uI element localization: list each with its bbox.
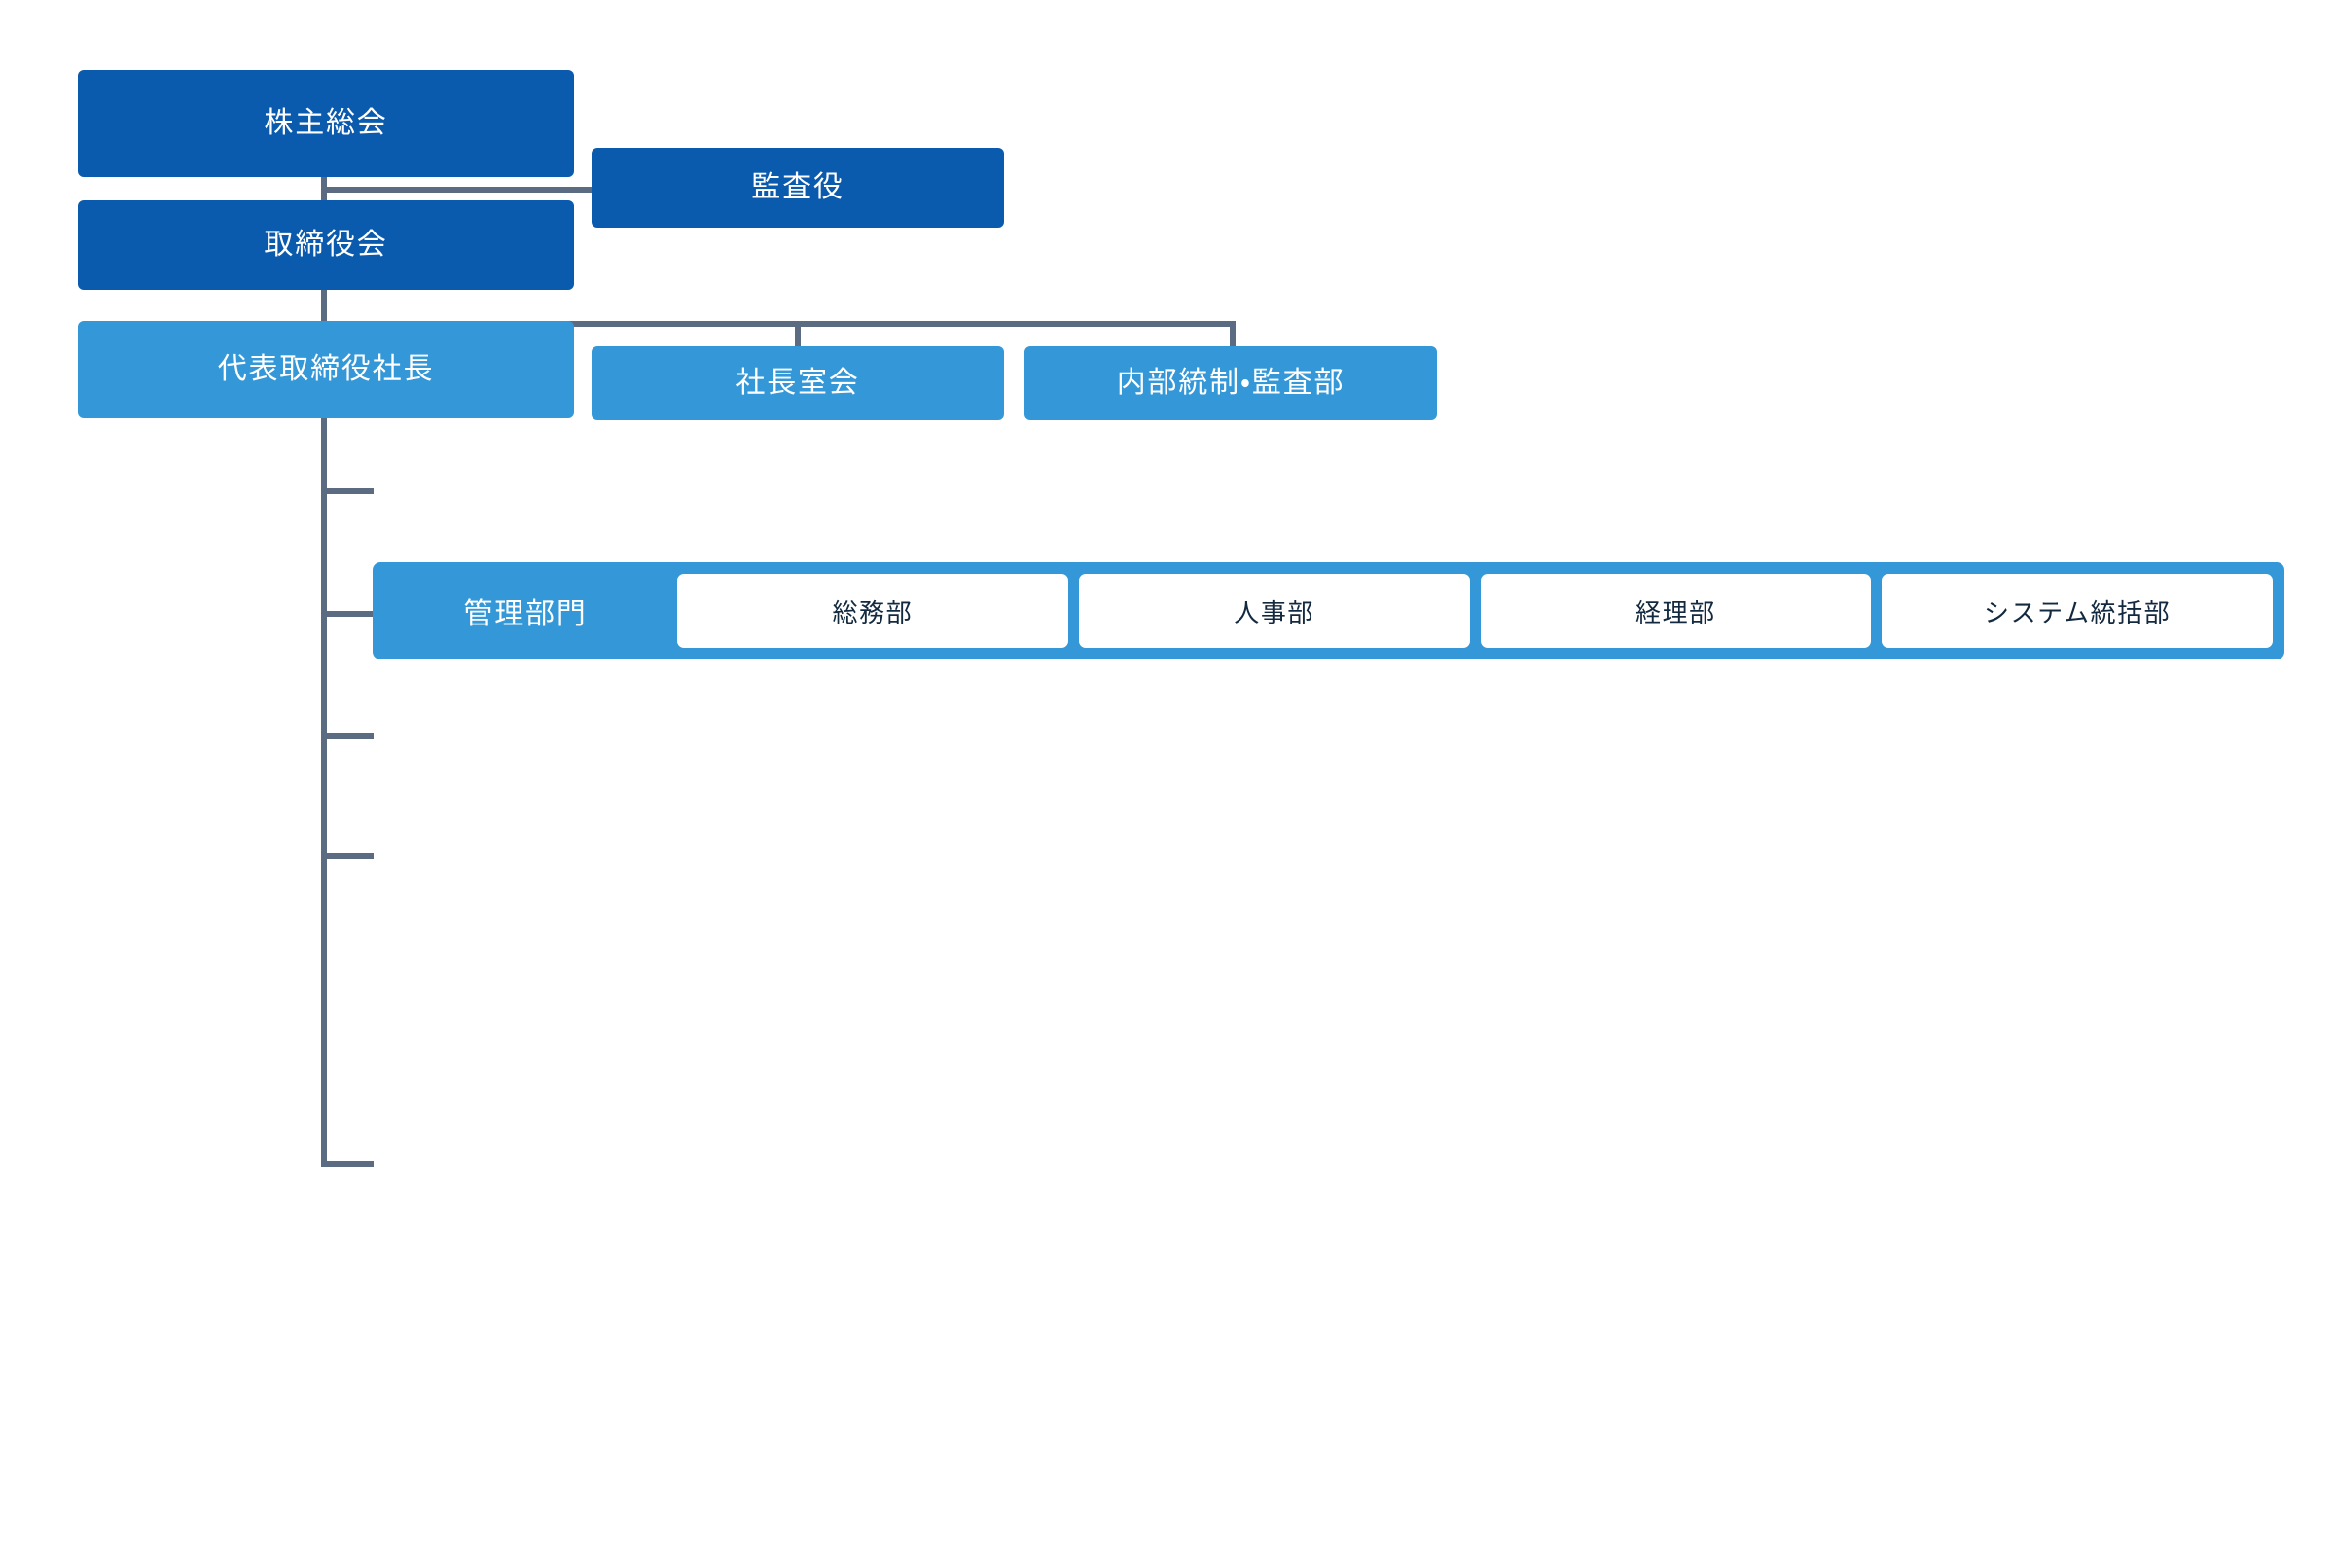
node-shareholders-meeting[interactable]: 株主総会 xyxy=(78,70,574,177)
node-board-of-directors[interactable]: 取締役会 xyxy=(78,200,574,290)
node-auditor[interactable]: 監査役 xyxy=(592,148,1004,228)
connector-stub-1 xyxy=(321,488,374,494)
connector-board-to-president xyxy=(321,290,327,325)
node-internal-control-audit[interactable]: 内部統制・監査部 xyxy=(1024,346,1437,420)
node-presidents-office-committee[interactable]: 社長室会 xyxy=(592,346,1004,420)
connector-spine xyxy=(321,418,327,1167)
division-label-management: 管理部門 xyxy=(463,598,588,630)
connector-stub-3 xyxy=(321,733,374,739)
division-units-management: 総務部 人事部 経理部 システム統括部 xyxy=(677,574,2273,648)
division-management[interactable]: 管理部門 総務部 人事部 経理部 システム統括部 xyxy=(373,562,2284,659)
unit-accounting[interactable]: 経理部 xyxy=(1480,574,1872,648)
node-president[interactable]: 代表取締役社長 xyxy=(78,321,574,418)
connector-stub-4 xyxy=(321,853,374,859)
connector-rail-to-office-committee xyxy=(795,321,801,348)
unit-human-resources[interactable]: 人事部 xyxy=(1078,574,1470,648)
connector-stub-division-1 xyxy=(321,611,374,617)
connector-stub-5 xyxy=(321,1161,374,1167)
connector-president-rail xyxy=(321,321,1236,327)
connector-rail-to-internal-audit xyxy=(1230,321,1236,348)
unit-general-affairs[interactable]: 総務部 xyxy=(677,574,1068,648)
connector-board-to-auditor xyxy=(321,187,595,193)
unit-system-management[interactable]: システム統括部 xyxy=(1882,574,2273,648)
